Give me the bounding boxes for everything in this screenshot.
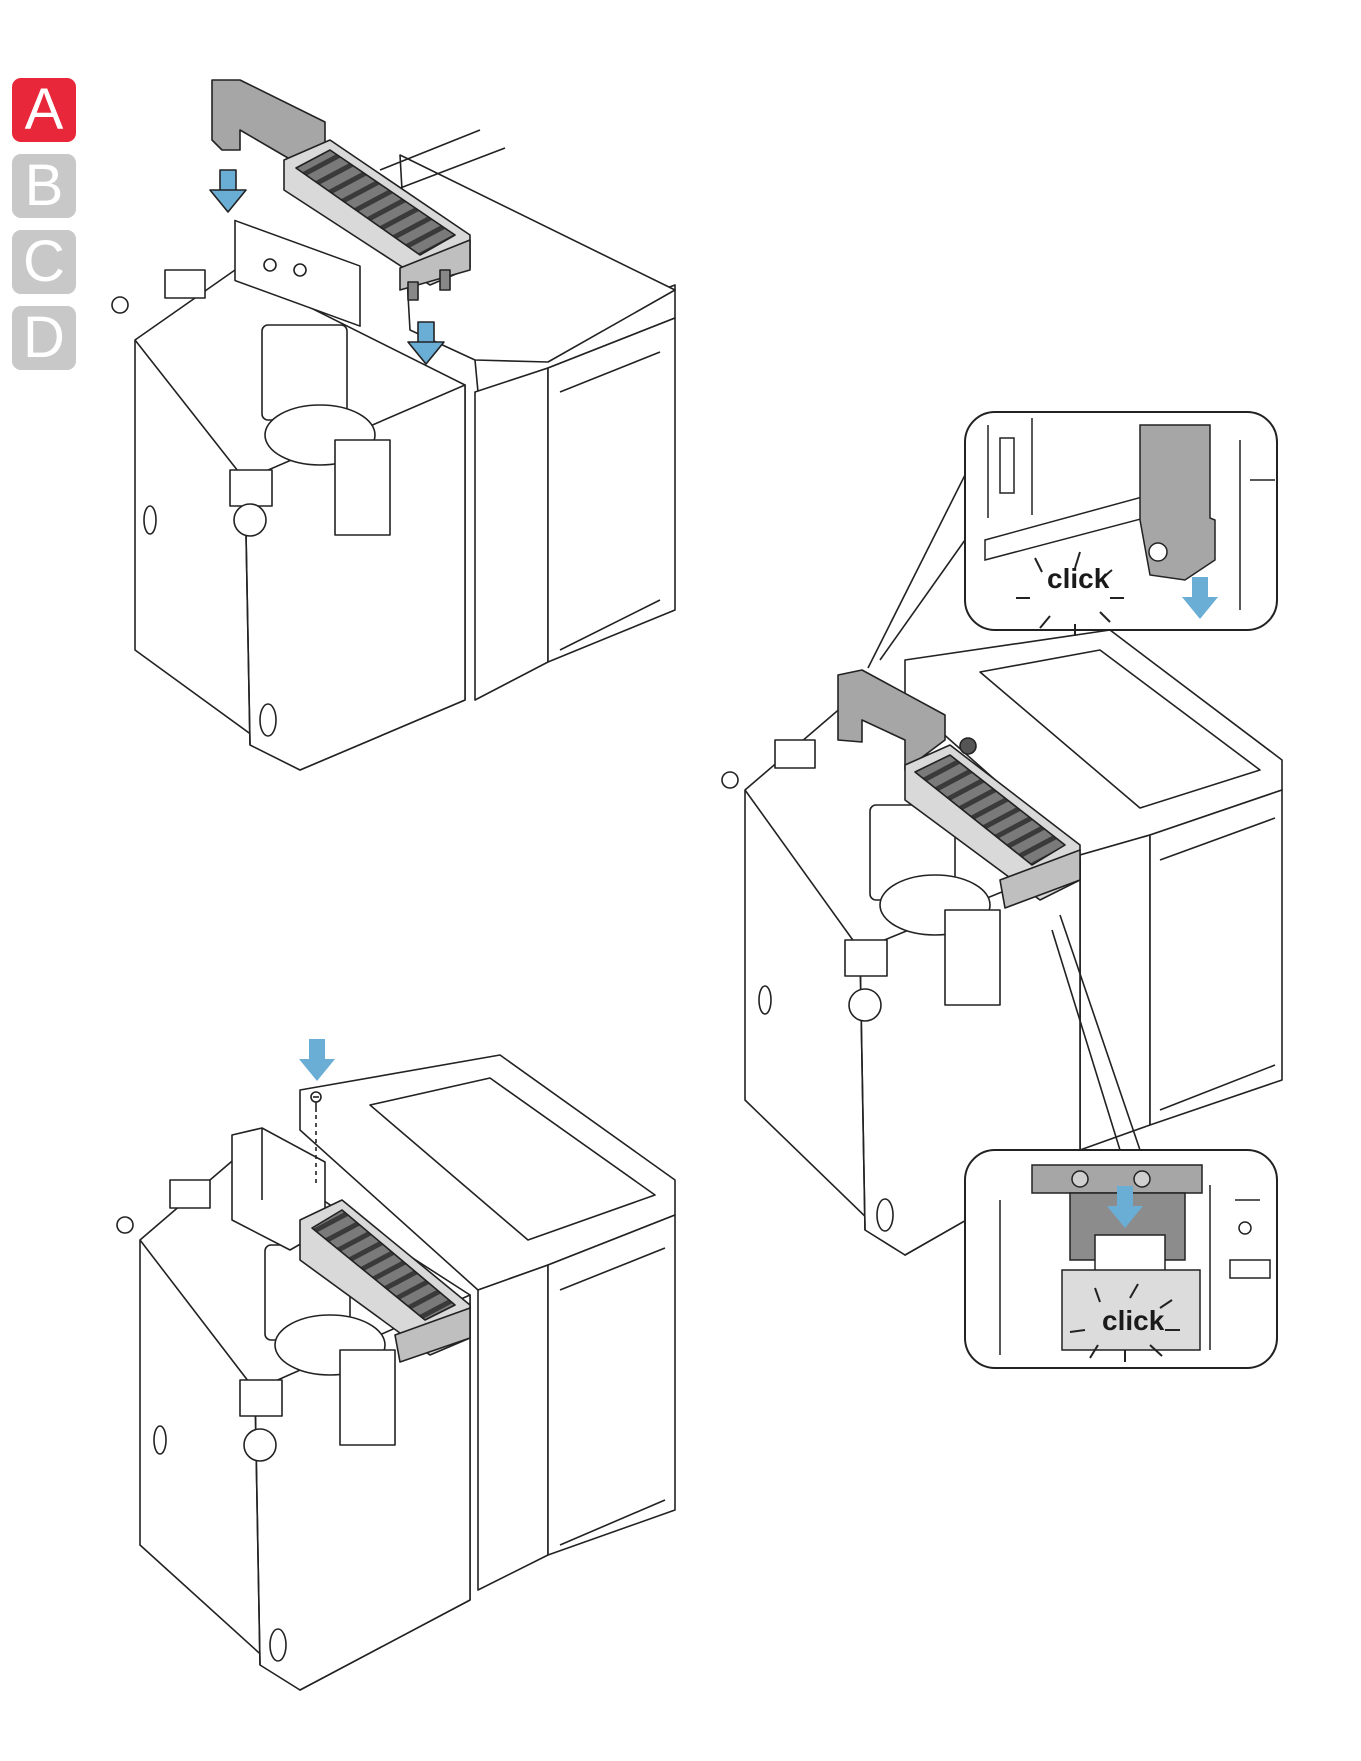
figure-step-1	[112, 80, 675, 770]
click-label-top: click	[1047, 563, 1110, 594]
click-label-bottom: click	[1102, 1305, 1165, 1336]
down-arrow-icon	[299, 1039, 335, 1081]
down-arrow-icon	[210, 170, 246, 212]
callout-latch-click: click	[965, 1150, 1277, 1368]
callout-beam-click: click	[965, 412, 1277, 636]
figure-step-3	[117, 1039, 675, 1690]
